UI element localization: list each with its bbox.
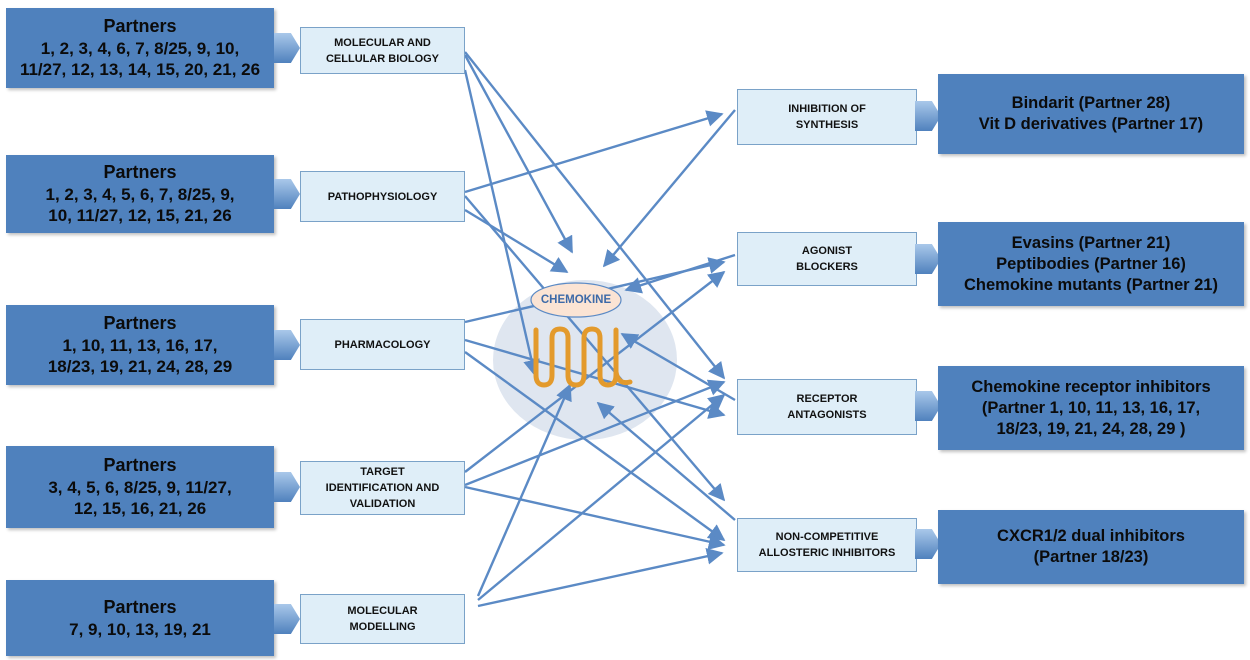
inhibitors-box-allosteric: CXCR1/2 dual inhibitors (Partner 18/23) xyxy=(938,510,1244,584)
partners-list: 1, 10, 11, 13, 16, 17, 18/23, 19, 21, 24… xyxy=(47,336,233,376)
chemokine-ellipse xyxy=(530,282,622,318)
method-pharmacology: PHARMACOLOGY xyxy=(300,319,465,370)
inhibitors-box-agonist: Evasins (Partner 21) Peptibodies (Partne… xyxy=(938,222,1244,306)
partners-list: 1, 2, 3, 4, 6, 7, 8/25, 9, 10, 11/27, 12… xyxy=(19,39,261,79)
inhibitors-box-receptor: Chemokine receptor inhibitors (Partner 1… xyxy=(938,366,1244,450)
partners-box-1: Partners 1, 2, 3, 4, 6, 7, 8/25, 9, 10, … xyxy=(6,8,274,88)
partners-box-5: Partners 7, 9, 10, 13, 19, 21 xyxy=(6,580,274,656)
method-target-identification: TARGET IDENTIFICATION AND VALIDATION xyxy=(300,461,465,515)
method-molecular-modelling: MOLECULAR MODELLING xyxy=(300,594,465,644)
strategy-receptor-antagonists: RECEPTOR ANTAGONISTS xyxy=(737,379,917,435)
partners-title: Partners xyxy=(103,162,177,182)
partners-title: Partners xyxy=(103,313,177,333)
partners-title: Partners xyxy=(103,16,177,36)
partners-box-3: Partners 1, 10, 11, 13, 16, 17, 18/23, 1… xyxy=(6,305,274,385)
strategy-agonist-blockers: AGONIST BLOCKERS xyxy=(737,232,917,286)
partners-list: 3, 4, 5, 6, 8/25, 9, 11/27, 12, 15, 16, … xyxy=(48,478,232,518)
receptor-shape xyxy=(533,326,633,388)
partners-box-4: Partners 3, 4, 5, 6, 8/25, 9, 11/27, 12,… xyxy=(6,446,274,528)
partners-list: 7, 9, 10, 13, 19, 21 xyxy=(69,619,211,639)
partners-title: Partners xyxy=(103,455,177,475)
chemokine-label: CHEMOKINE xyxy=(540,294,612,306)
partners-list: 1, 2, 3, 4, 5, 6, 7, 8/25, 9, 10, 11/27,… xyxy=(45,185,235,225)
strategy-inhibition-of-synthesis: INHIBITION OF SYNTHESIS xyxy=(737,89,917,145)
inhibitors-box-synthesis: Bindarit (Partner 28) Vit D derivatives … xyxy=(938,74,1244,154)
strategy-non-competitive-allosteric: NON-COMPETITIVE ALLOSTERIC INHIBITORS xyxy=(737,518,917,572)
method-molecular-cellular-biology: MOLECULAR AND CELLULAR BIOLOGY xyxy=(300,27,465,74)
method-pathophysiology: PATHOPHYSIOLOGY xyxy=(300,171,465,222)
arrows-group xyxy=(463,51,736,608)
partners-box-2: Partners 1, 2, 3, 4, 5, 6, 7, 8/25, 9, 1… xyxy=(6,155,274,233)
partners-title: Partners xyxy=(103,596,177,617)
